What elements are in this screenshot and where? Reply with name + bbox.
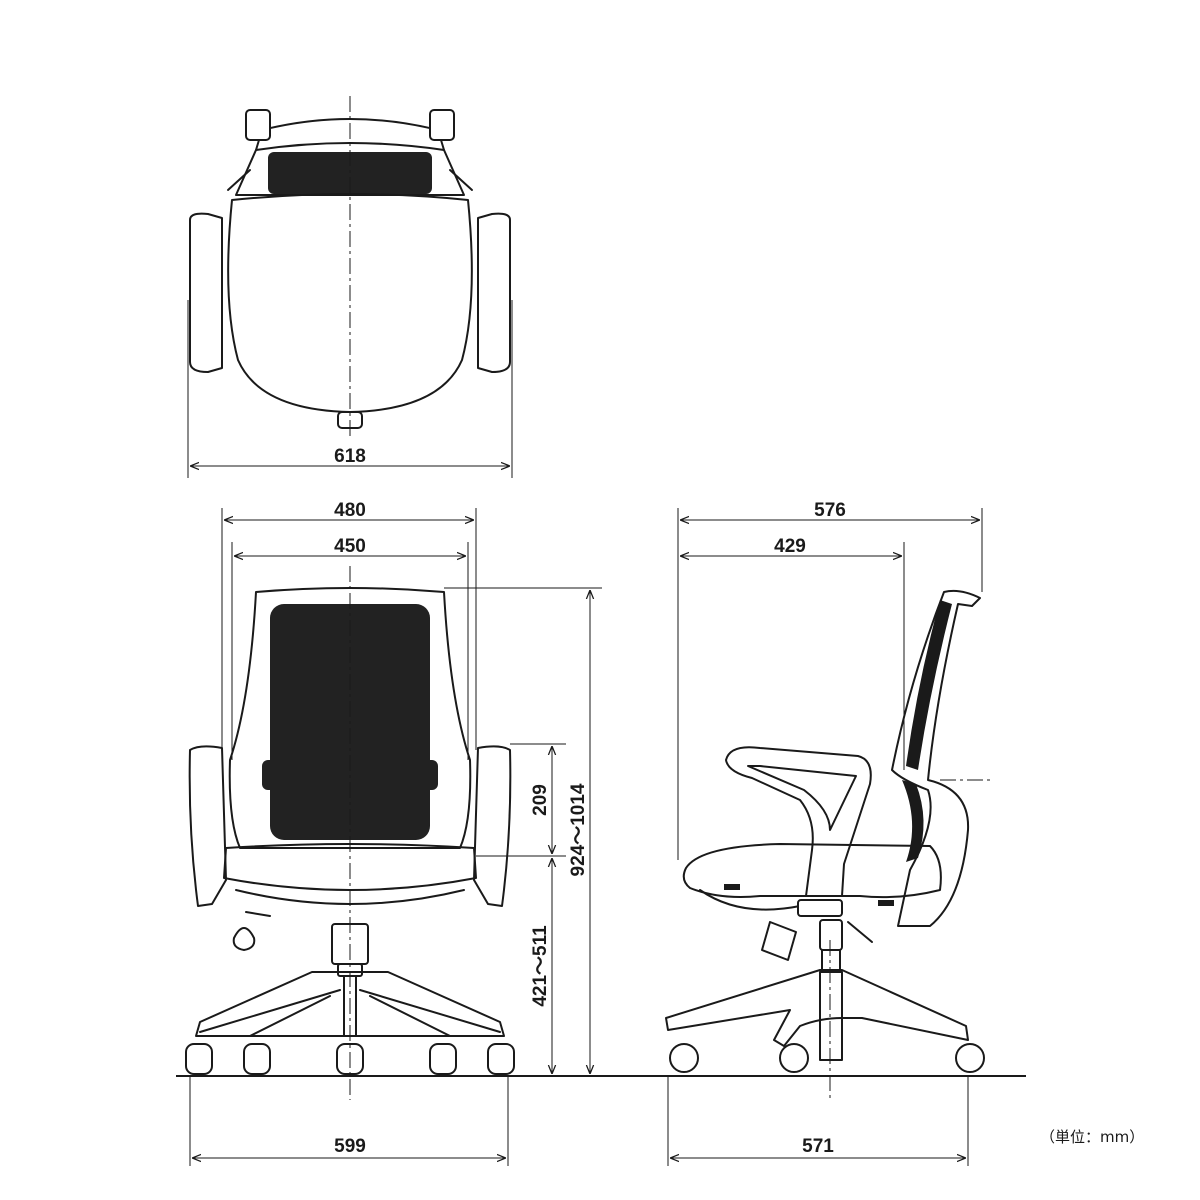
dim-front-back-width: 450 (334, 536, 366, 557)
front-view: 480 450 599 209 421～511 924～1014 (185, 500, 602, 1166)
dim-side-base-depth: 571 (802, 1136, 834, 1157)
top-view: 618 (187, 96, 513, 478)
front-casters (185, 1043, 515, 1075)
side-view: 576 429 571 (665, 500, 990, 1166)
dim-side-seat-depth: 429 (774, 536, 806, 557)
side-mesh (902, 600, 952, 862)
dim-seat-to-arm-height: 209 (530, 784, 551, 816)
dim-top-overall-width: 618 (334, 446, 366, 467)
side-casters (669, 1043, 985, 1073)
dim-overall-height: 924～1014 (568, 783, 589, 876)
dim-front-arm-width: 480 (334, 500, 366, 521)
dim-seat-height: 421～511 (530, 925, 551, 1007)
dim-front-base-width: 599 (334, 1136, 366, 1157)
unit-label: （単位：mm） (1040, 1128, 1145, 1146)
dim-side-overall-depth: 576 (814, 500, 846, 521)
